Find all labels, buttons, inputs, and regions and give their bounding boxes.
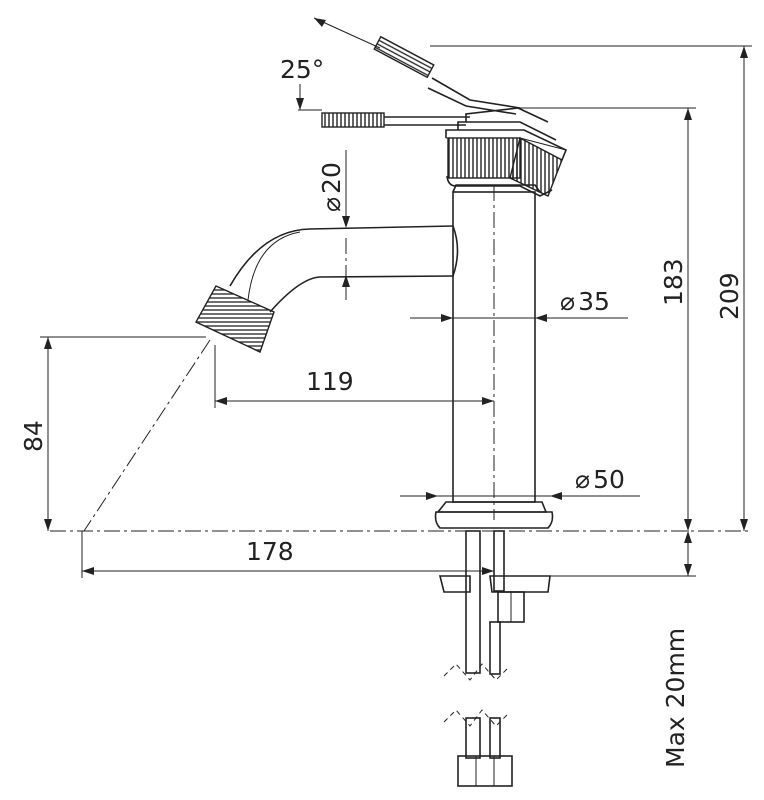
spout-reach-dimension: 119: [214, 345, 494, 408]
body-height-label: 183: [659, 258, 688, 306]
lever-angle-label: 25°: [280, 55, 324, 84]
mounting-hardware: [438, 530, 551, 787]
deck-thickness-dimension: Max 20mm: [550, 531, 696, 768]
deck-thickness-label: Max 20mm: [661, 628, 690, 768]
lever-raised: [373, 35, 521, 115]
body-diameter-label: ⌀35: [560, 287, 610, 316]
base-diameter-dimension: ⌀50: [400, 465, 640, 500]
projection-label: 178: [246, 537, 294, 566]
overall-height-dimension: 209: [430, 45, 752, 531]
lever-lowered: [321, 112, 470, 128]
body-diameter-dimension: ⌀35: [410, 287, 628, 322]
spout: [195, 225, 459, 353]
base-diameter-label: ⌀50: [575, 465, 625, 494]
outlet-height-dimension: 84: [19, 336, 211, 532]
body-height-dimension: 183: [518, 107, 696, 531]
lever-angle-dimension: 25°: [280, 17, 381, 111]
spout-diameter-dimension: ⌀20: [317, 150, 350, 300]
faucet-body: [434, 185, 554, 529]
faucet-head: [445, 107, 568, 197]
outlet-height-label: 84: [19, 420, 48, 452]
projection-dimension: 178: [81, 531, 494, 578]
spout-reach-label: 119: [306, 367, 354, 396]
overall-height-label: 209: [715, 272, 744, 320]
spout-diameter-label: ⌀20: [317, 162, 346, 212]
